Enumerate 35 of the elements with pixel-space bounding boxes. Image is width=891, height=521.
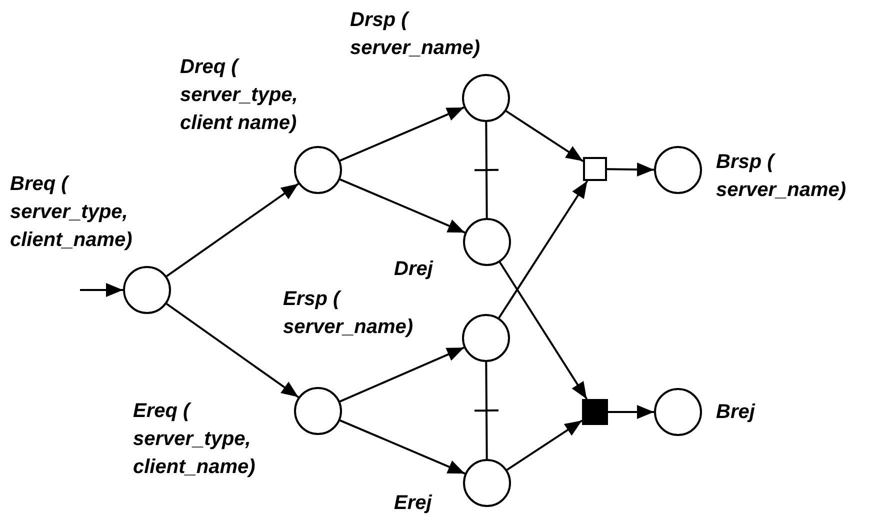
arrow bbox=[80, 283, 123, 297]
arrow bbox=[499, 262, 588, 400]
place-label: Breq ( server_type, client_name) bbox=[10, 172, 134, 253]
place-circle bbox=[462, 314, 510, 362]
place-circle bbox=[294, 387, 342, 435]
place-label: Brej bbox=[716, 400, 756, 425]
arrow bbox=[506, 110, 584, 162]
place-label: Drej bbox=[394, 257, 434, 282]
place-label: Ereq ( server_type, client_name) bbox=[133, 399, 256, 480]
arrow bbox=[340, 346, 464, 402]
conflict-line bbox=[474, 361, 500, 460]
conflict-line bbox=[474, 121, 500, 219]
place-circle bbox=[463, 459, 511, 507]
place-label: Ersp ( server_name) bbox=[283, 287, 414, 340]
place-circle bbox=[462, 74, 510, 122]
arrow bbox=[606, 162, 654, 176]
place-label: Erej bbox=[394, 491, 434, 516]
place-label: Dreq ( server_type, client name) bbox=[180, 55, 299, 136]
arrow bbox=[166, 303, 299, 398]
arrow bbox=[340, 106, 464, 162]
place-circle bbox=[654, 146, 702, 194]
arrow bbox=[166, 182, 299, 278]
place-circle bbox=[123, 266, 171, 314]
place-circle bbox=[294, 146, 342, 194]
place-label: Drsp ( server_name) bbox=[350, 8, 482, 61]
arrow bbox=[340, 178, 466, 234]
place-circle bbox=[463, 218, 511, 266]
transition-square bbox=[582, 399, 608, 425]
arrow bbox=[498, 180, 588, 318]
arrow bbox=[506, 420, 583, 471]
place-circle bbox=[654, 388, 702, 436]
transition-square bbox=[583, 157, 607, 181]
arrow bbox=[340, 419, 466, 475]
place-label: Brsp ( server_name) bbox=[716, 150, 848, 203]
arrow bbox=[608, 405, 654, 419]
